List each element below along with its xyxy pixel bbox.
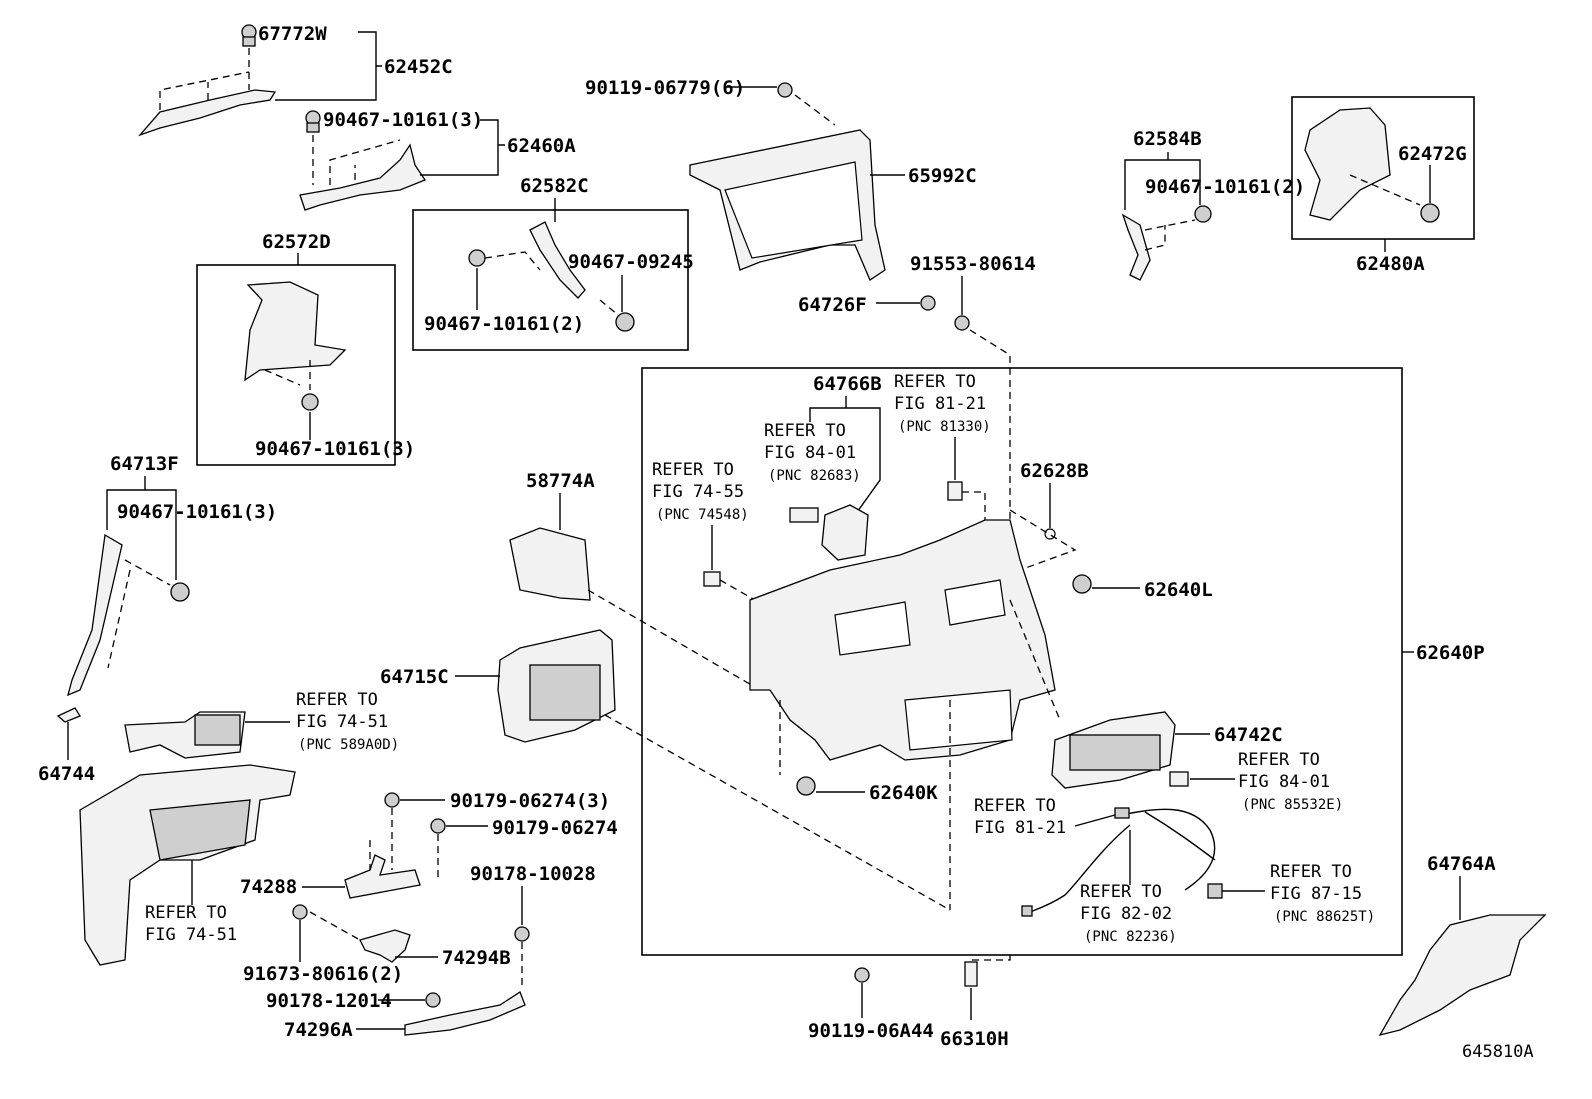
part-58774a-cover xyxy=(509,527,591,601)
ref-88625t-line3: (PNC 88625T) xyxy=(1274,909,1375,925)
ref-81330-line1: REFER TO xyxy=(894,372,976,392)
ref-88625t-line2: FIG 87-15 xyxy=(1270,884,1362,904)
label-90178-12014: 90178-12014 xyxy=(266,990,392,1012)
part-quarter-trim xyxy=(79,764,296,966)
ref-85532e-line1: REFER TO xyxy=(1238,750,1320,770)
part-64766b-bracket xyxy=(821,504,869,561)
label-90467-09245: 90467-09245 xyxy=(568,251,694,273)
label-62584b: 62584B xyxy=(1133,128,1202,150)
ref-82236-line2: FIG 82-02 xyxy=(1080,904,1172,924)
ref-589a0d-line3: (PNC 589A0D) xyxy=(298,737,399,753)
part-64744-clip xyxy=(56,707,81,723)
ref-85532e-line2: FIG 84-01 xyxy=(1238,772,1330,792)
group-box-62582c xyxy=(412,209,689,351)
ref-81-21-line1: REFER TO xyxy=(974,796,1056,816)
label-64713f: 64713F xyxy=(110,453,179,475)
label-90467-10161-3-top: 90467-10161(3) xyxy=(323,109,483,131)
ref-74548-line1: REFER TO xyxy=(652,460,734,480)
label-90119-06779: 90119-06779(6) xyxy=(585,77,745,99)
label-90179-06274-3: 90179-06274(3) xyxy=(450,790,610,812)
label-64715c: 64715C xyxy=(380,666,449,688)
label-90467-10161-3-box: 90467-10161(3) xyxy=(255,438,415,460)
label-66310h: 66310H xyxy=(940,1028,1009,1050)
label-62640p: 62640P xyxy=(1416,642,1485,664)
group-box-62572d xyxy=(196,264,396,466)
ref-74548-line3: (PNC 74548) xyxy=(656,507,749,523)
label-64764a: 64764A xyxy=(1427,853,1496,875)
label-90119-06a44: 90119-06A44 xyxy=(808,1020,934,1042)
label-64766b: 64766B xyxy=(813,373,882,395)
label-90467-10161-2-mid: 90467-10161(2) xyxy=(424,313,584,335)
part-64713f-pillar xyxy=(67,533,190,697)
part-74288-bracket xyxy=(344,808,439,899)
ref-81-21-line2: FIG 81-21 xyxy=(974,818,1066,838)
label-67772w: 67772W xyxy=(258,23,327,45)
ref-82236-line3: (PNC 82236) xyxy=(1084,929,1177,945)
label-90467-10161-3-left: 90467-10161(3) xyxy=(117,501,277,523)
part-62460a-trim xyxy=(299,110,426,211)
part-74294b-bracket xyxy=(309,911,523,990)
part-74296a-bracket xyxy=(404,991,526,1036)
ref-88625t-line1: REFER TO xyxy=(1270,862,1352,882)
ref-82683-line1: REFER TO xyxy=(764,421,846,441)
label-62640l: 62640L xyxy=(1144,579,1213,601)
label-58774a: 58774A xyxy=(526,470,595,492)
label-90467-10161-2-right: 90467-10161(2) xyxy=(1145,176,1305,198)
label-64726f: 64726F xyxy=(798,294,867,316)
part-62582c-trim xyxy=(468,221,635,332)
part-81330-sensor xyxy=(947,481,963,501)
label-74296a: 74296A xyxy=(284,1019,353,1041)
ref-74548-line2: FIG 74-55 xyxy=(652,482,744,502)
part-65992c-frame xyxy=(689,82,886,281)
part-74548-label xyxy=(703,571,721,587)
label-90178-10028: 90178-10028 xyxy=(470,863,596,885)
label-62480a: 62480A xyxy=(1356,253,1425,275)
footer-code: 645810A xyxy=(1462,1042,1534,1062)
part-64764a-liner xyxy=(1378,914,1547,1037)
group-box-62640p xyxy=(641,367,1403,956)
ref-589a0d-line2: FIG 74-51 xyxy=(296,712,388,732)
label-91553-80614: 91553-80614 xyxy=(910,253,1036,275)
label-62472g: 62472G xyxy=(1398,143,1467,165)
label-62460a: 62460A xyxy=(507,135,576,157)
ref-82236-line1: REFER TO xyxy=(1080,882,1162,902)
part-66310h-clip xyxy=(964,961,978,987)
label-62628b: 62628B xyxy=(1020,460,1089,482)
label-64742c: 64742C xyxy=(1214,724,1283,746)
part-62640p-main-trim xyxy=(749,519,1061,910)
label-62582c: 62582C xyxy=(520,175,589,197)
part-82683-label xyxy=(789,507,819,523)
group-box-62480a xyxy=(1291,96,1475,240)
ref-85532e-line3: (PNC 85532E) xyxy=(1242,797,1343,813)
part-62452c-trim xyxy=(137,24,277,137)
label-91673-80616: 91673-80616(2) xyxy=(243,963,403,985)
part-62480a-trim xyxy=(1304,107,1440,223)
label-62640k: 62640K xyxy=(869,782,938,804)
label-65992c: 65992C xyxy=(908,165,977,187)
part-82236-wire-harness xyxy=(1021,807,1216,917)
label-64744: 64744 xyxy=(38,763,95,785)
part-62572d-trim xyxy=(244,281,347,411)
ref-82683-line3: (PNC 82683) xyxy=(768,468,861,484)
part-64715c-panel xyxy=(497,629,616,743)
ref-81330-line2: FIG 81-21 xyxy=(894,394,986,414)
label-62572d: 62572D xyxy=(262,231,331,253)
ref-81330-line3: (PNC 81330) xyxy=(898,419,991,435)
label-62452c: 62452C xyxy=(384,56,453,78)
ref-74-51-line2: FIG 74-51 xyxy=(145,925,237,945)
label-74294b: 74294B xyxy=(442,947,511,969)
label-90179-06274: 90179-06274 xyxy=(492,817,618,839)
ref-82683-line2: FIG 84-01 xyxy=(764,443,856,463)
part-64742c-module xyxy=(1051,711,1176,789)
part-62584b-trim xyxy=(1121,205,1212,281)
label-74288: 74288 xyxy=(240,876,297,898)
ref-589a0d-line1: REFER TO xyxy=(296,690,378,710)
part-88625t-connector xyxy=(1207,883,1223,899)
ref-74-51-line1: REFER TO xyxy=(145,903,227,923)
part-85532e-connector xyxy=(1169,771,1189,787)
part-589a0d-duct xyxy=(124,711,246,759)
